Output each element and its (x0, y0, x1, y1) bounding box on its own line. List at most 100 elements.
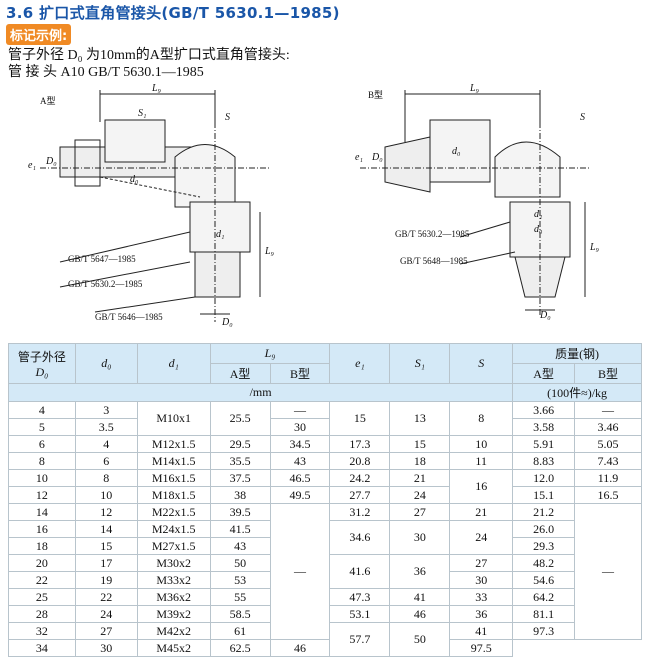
header-mass: 质量(钢) (512, 343, 642, 364)
cell-massA: 12.0 (512, 469, 576, 487)
label-a-std3: GB/T 5646—1985 (95, 312, 163, 322)
cell-S: 41 (449, 622, 514, 640)
cell-massB: 7.43 (574, 452, 642, 470)
cell-S1: 18 (389, 452, 451, 470)
cell-e1: 57.7 (329, 622, 391, 657)
cell-d1: M39x2 (136, 605, 211, 623)
cell-L9A: 38 (209, 486, 271, 504)
cell-L9A: 25.5 (209, 401, 271, 436)
cell-d0: 19 (74, 571, 138, 589)
cell-S: 21 (449, 503, 514, 521)
cell-S1: 13 (389, 401, 451, 436)
label-b-D0-bottom: D₀ (539, 310, 551, 321)
label-type-b: B型 (368, 90, 383, 100)
cell-e1: 15 (329, 401, 391, 436)
cell-L9A: 62.5 (209, 639, 271, 657)
cell-d0: 22 (74, 588, 138, 606)
cell-massA: 97.5 (449, 639, 514, 657)
label-a-std1: GB/T 5647—1985 (68, 254, 136, 264)
cell-S1: 36 (389, 554, 451, 589)
type-a-drawing (40, 90, 270, 322)
cell-D0: 6 (8, 435, 76, 453)
cell-e1: 27.7 (329, 486, 391, 504)
header-L9-B: B型 (269, 363, 331, 384)
cell-S1: 24 (389, 486, 451, 504)
header-L9-A: A型 (209, 363, 271, 384)
cell-d0: 8 (74, 469, 138, 487)
cell-massA: 3.58 (512, 418, 576, 436)
cell-S1: 27 (389, 503, 451, 521)
cell-d1: M45x2 (136, 639, 211, 657)
cell-e1: 47.3 (329, 588, 391, 606)
label-a-L9-vertical: L₉ (264, 246, 275, 257)
cell-massA: 8.83 (512, 452, 576, 470)
cell-d1: M24x1.5 (136, 520, 211, 538)
cell-massB: — (574, 503, 642, 640)
cell-D0: 20 (8, 554, 76, 572)
header-S1: S₁ (389, 343, 451, 384)
cell-L9A: 58.5 (209, 605, 271, 623)
label-a-D0: D₀ (45, 156, 57, 167)
cell-D0: 22 (8, 571, 76, 589)
cell-d0: 27 (74, 622, 138, 640)
unit-kg: (100件≈)/kg (512, 383, 642, 402)
header-mass-A: A型 (512, 363, 576, 384)
cell-d1: M42x2 (136, 622, 211, 640)
cell-e1: 24.2 (329, 469, 391, 487)
label-a-d0: d₀ (130, 174, 139, 185)
cell-massA: 54.6 (512, 571, 576, 589)
cell-S: 27 (449, 554, 514, 572)
label-b-D0: D₀ (371, 152, 383, 163)
cell-d1: M36x2 (136, 588, 211, 606)
cell-L9A: 41.5 (209, 520, 271, 538)
cell-L9B: 30 (269, 418, 331, 436)
cell-L9A: 35.5 (209, 452, 271, 470)
cell-D0: 10 (8, 469, 76, 487)
label-a-L9: L₉ (151, 83, 162, 94)
cell-d0: 10 (74, 486, 138, 504)
cell-L9B: 43 (269, 452, 331, 470)
cell-L9B: — (269, 503, 331, 640)
cell-S: 10 (449, 435, 514, 453)
cell-S1: 50 (389, 622, 451, 657)
cell-L9B: 46.5 (269, 469, 331, 487)
label-b-d0-lower: d₀ (534, 224, 543, 235)
header-d0: d₀ (74, 343, 138, 384)
cell-d1: M12x1.5 (136, 435, 211, 453)
cell-massA: 29.3 (512, 537, 576, 555)
cell-d1: M33x2 (136, 571, 211, 589)
cell-massA: 48.2 (512, 554, 576, 572)
cell-d0: 12 (74, 503, 138, 521)
cell-S: 24 (449, 520, 514, 555)
cell-massB: 3.46 (574, 418, 642, 436)
cell-d1: M18x1.5 (136, 486, 211, 504)
cell-massA: 5.91 (512, 435, 576, 453)
cell-d1: M10x1 (136, 401, 211, 436)
cell-D0: 28 (8, 605, 76, 623)
cell-S: 36 (449, 605, 514, 623)
cell-L9A: 43 (209, 537, 271, 555)
label-a-S1: S₁ (138, 108, 146, 119)
cell-S: 16 (449, 469, 514, 504)
cell-massA: 15.1 (512, 486, 576, 504)
cell-D0: 25 (8, 588, 76, 606)
cell-d0: 3 (74, 401, 138, 419)
label-b-std2: GB/T 5648—1985 (400, 256, 468, 266)
cell-d0: 15 (74, 537, 138, 555)
label-b-std1: GB/T 5630.2—1985 (395, 229, 470, 239)
cell-D0: 4 (8, 401, 76, 419)
cell-massA: 81.1 (512, 605, 576, 623)
header-e1: e₁ (329, 343, 391, 384)
cell-massB: — (574, 401, 642, 419)
cell-S: 46 (269, 639, 331, 657)
label-a-d1: d₁ (216, 229, 224, 240)
cell-S1: 41 (389, 588, 451, 606)
cell-d0: 14 (74, 520, 138, 538)
label-a-S: S (225, 112, 230, 123)
label-b-L9-vertical: L₉ (589, 242, 600, 253)
marking-example-tag: 标记示例: (6, 24, 72, 45)
